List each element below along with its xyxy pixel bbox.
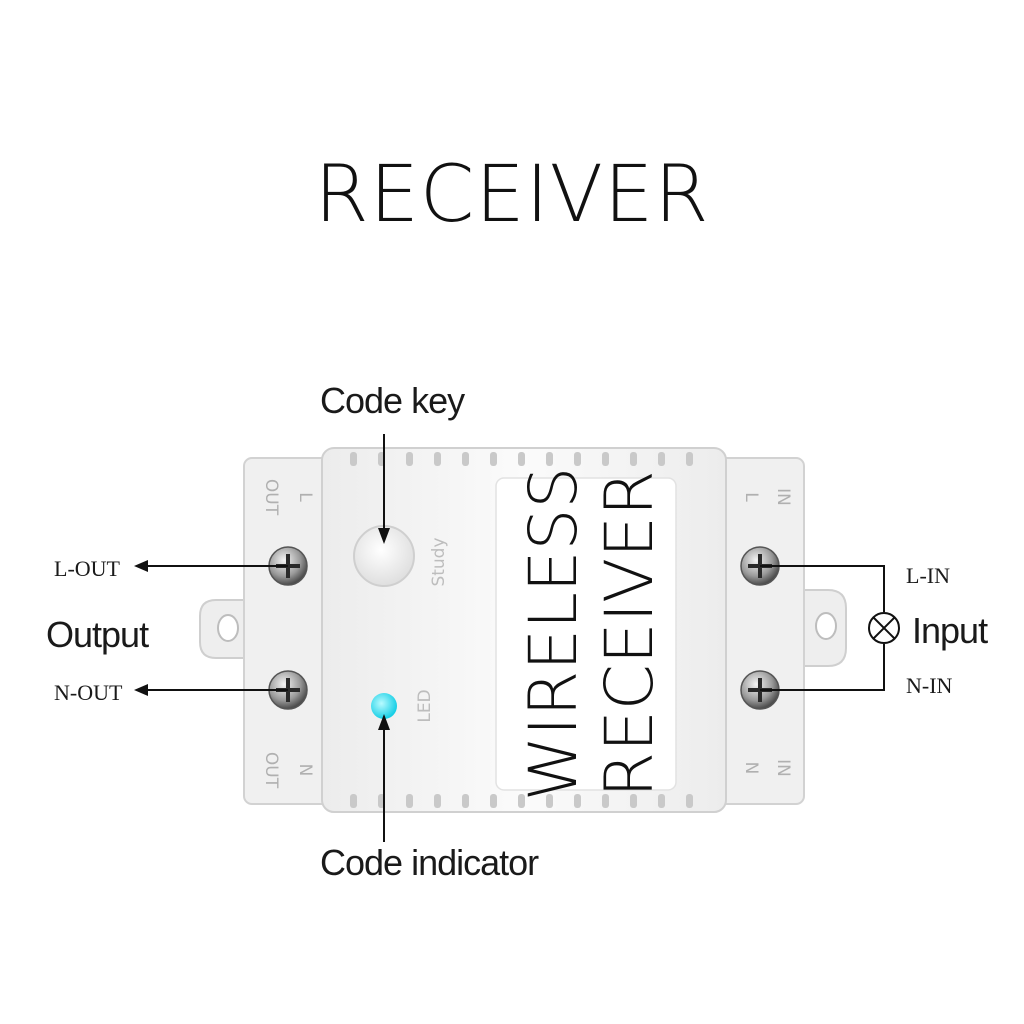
marking-left-top-l: L — [295, 492, 315, 502]
l-in-label: L-IN — [906, 563, 950, 588]
device-label-line2: RECEIVER — [591, 470, 668, 798]
marking-right-bottom-n: N — [741, 762, 761, 775]
led-marking: LED — [415, 689, 435, 722]
code-indicator-label: Code indicator — [320, 842, 539, 883]
mounting-ear-left — [199, 599, 247, 659]
marking-right-bottom-in: IN — [773, 759, 793, 777]
l-out-label: L-OUT — [54, 556, 120, 581]
right-terminal-block — [717, 457, 805, 805]
mounting-ear-right — [799, 589, 847, 667]
device-label-line1: WIRELESS — [515, 467, 592, 802]
code-indicator-arrowhead — [378, 714, 390, 730]
code-key-label: Code key — [320, 380, 465, 421]
lamp-icon — [868, 612, 900, 644]
led-indicator — [371, 693, 397, 719]
output-label: Output — [46, 614, 149, 655]
study-marking: Study — [429, 537, 449, 586]
marking-right-top-l: L — [741, 492, 761, 502]
top-vent-slots — [350, 452, 693, 466]
marking-left-bottom-n: N — [295, 764, 315, 777]
left-terminal-block — [243, 457, 331, 805]
marking-left-top-out: OUT — [261, 479, 281, 516]
input-label: Input — [912, 610, 988, 651]
input-wire — [760, 565, 885, 691]
n-out-label: N-OUT — [54, 680, 123, 705]
marking-right-top-in: IN — [773, 488, 793, 506]
n-in-label: N-IN — [906, 673, 953, 698]
code-key-arrowhead — [378, 528, 390, 544]
n-out-arrowhead — [134, 684, 148, 696]
marking-left-bottom-out: OUT — [261, 752, 281, 789]
label-panel — [495, 477, 677, 791]
l-out-arrowhead — [134, 560, 148, 572]
bottom-vent-slots — [350, 794, 693, 808]
page-title: RECEIVER — [314, 150, 710, 240]
